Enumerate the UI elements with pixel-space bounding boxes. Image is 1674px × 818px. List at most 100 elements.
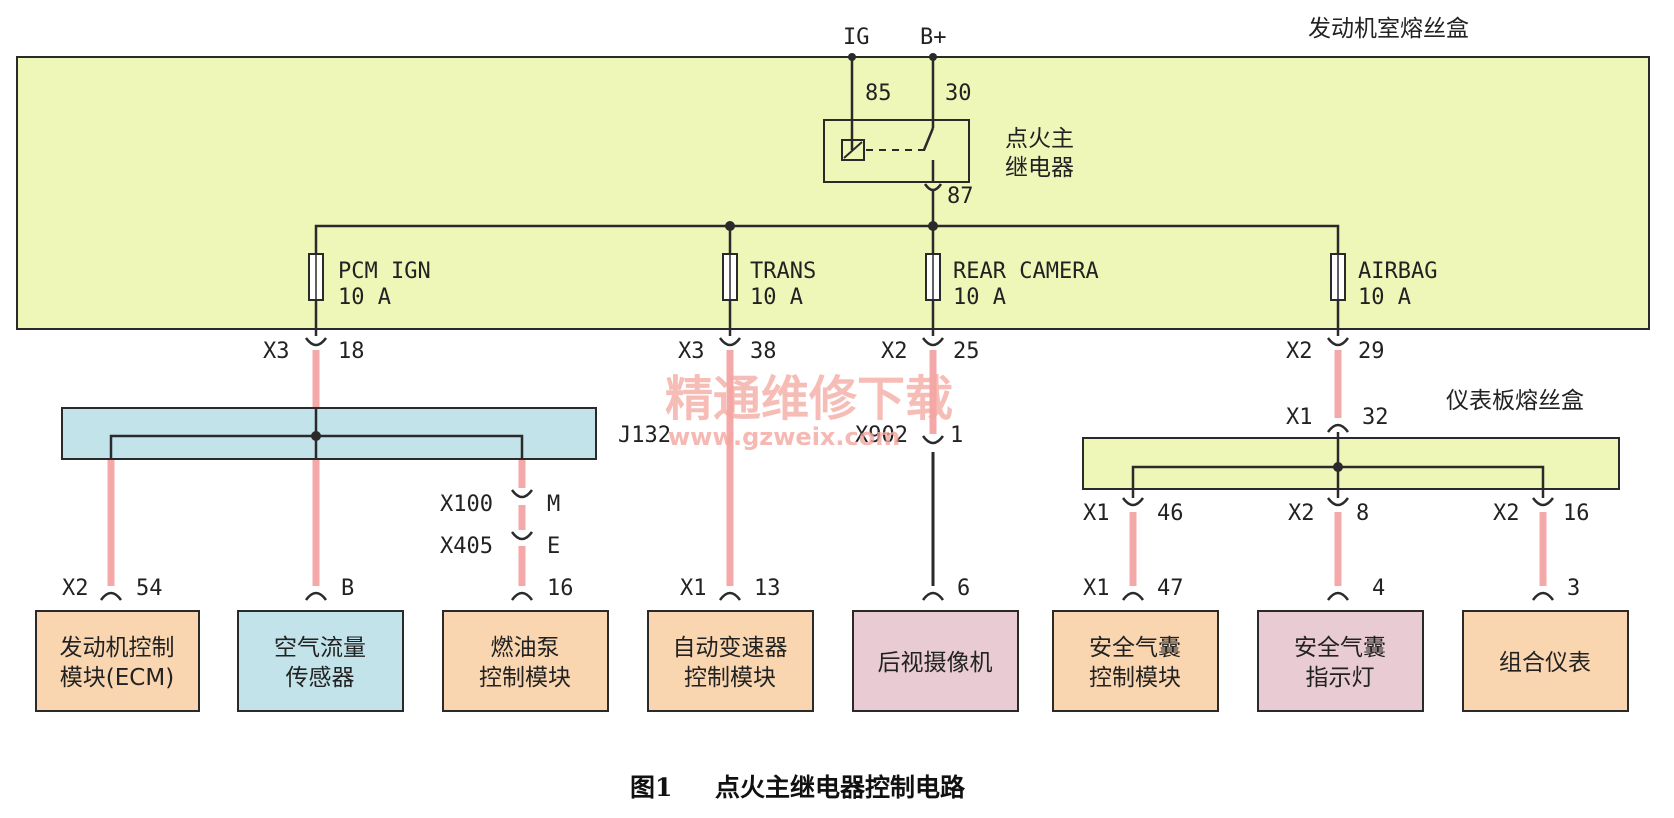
connector-ip-out3-conn: X2 [1493,501,1520,526]
component-6-box [1257,610,1424,712]
component-1-line1: 空气流量 [274,635,366,661]
fuse-rear-camera-name: REAR CAMERA [953,259,1099,284]
component-6-line1: 安全气囊 [1294,635,1386,661]
component-1-connector [304,591,328,601]
splice-j132-label: J132 [618,423,671,448]
connector-cam-out [921,337,945,347]
fuse-bus [314,224,1340,254]
component-4-pin: 6 [957,576,970,601]
component-6-line2: 指示灯 [1306,665,1375,691]
caption-text: 点火主继电器控制电路 [715,773,966,802]
connector-x902 [921,435,945,445]
component-7-connector [1531,591,1555,601]
relay-name-line2: 继电器 [1005,155,1074,181]
relay-box [823,119,970,183]
component-3-box [647,610,814,712]
component-7-line1: 组合仪表 [1499,650,1591,676]
component-0-conn: X2 [62,576,89,601]
caption-number: 图1 [630,773,672,802]
component-0-connector [99,591,123,601]
component-5-line2: 控制模块 [1089,665,1181,691]
connector-airbag-out-conn: X2 [1286,339,1313,364]
component-7-box [1462,610,1629,712]
component-3-line1: 自动变速器 [673,635,788,661]
component-2-box [442,610,609,712]
fuse-pcm-ign-name: PCM IGN [338,259,431,284]
relay-switch-contact [922,127,935,151]
connector-trans-out-conn: X3 [678,339,705,364]
component-1-box [237,610,404,712]
component-4-connector [921,591,945,601]
relay-pin-30: 30 [945,81,972,106]
component-3-connector [718,591,742,601]
component-6-connector [1326,591,1350,601]
fuse-trans-name: TRANS [750,259,816,284]
connector-ip-out1-pin: 46 [1157,501,1184,526]
connector-pcm-out [304,337,328,347]
component-1-pin: B [341,576,354,601]
fuse-airbag-rating: 10 A [1358,285,1411,310]
component-2-line1: 燃油泵 [491,635,560,661]
component-3-pin: 13 [754,576,781,601]
component-7: 3 组合仪表 [1462,576,1629,712]
component-3: X1 13 自动变速器 控制模块 [647,576,814,712]
component-7-pin: 3 [1567,576,1580,601]
relay-pin-87: 87 [947,184,974,209]
connector-cam-out-conn: X2 [881,339,908,364]
connector-airbag-out-pin: 29 [1358,339,1385,364]
component-5: X1 47 安全气囊 控制模块 [1052,576,1219,712]
connector-trans-out-pin: 38 [750,339,777,364]
component-6-pin: 4 [1372,576,1385,601]
watermark-cn: 精通维修下载 [665,371,953,427]
component-2: 16 燃油泵 控制模块 [442,576,609,712]
component-0-box [35,610,200,712]
connector-x100-conn: X100 [440,492,493,517]
connector-ip-in [1326,423,1350,433]
pink-wires [107,350,1547,586]
connector-pcm-out-pin: 18 [338,339,365,364]
connector-x405-conn: X405 [440,534,493,559]
ip-fuse-junction [1333,462,1343,472]
component-1: B 空气流量 传感器 [237,576,404,712]
splice-j132-junction [311,431,321,441]
component-1-line2: 传感器 [286,665,355,691]
ip-fuse-box-title: 仪表板熔丝盒 [1446,388,1584,414]
component-0: X2 54 发动机控制 模块(ECM) [35,576,200,712]
component-0-pin: 54 [136,576,163,601]
fuse-pcm-ign-rating: 10 A [338,285,391,310]
connector-x405-pin: E [547,534,560,559]
relay-pin-85: 85 [865,81,892,106]
component-4-line1: 后视摄像机 [878,650,993,676]
connector-ip-out2-pin: 8 [1356,501,1369,526]
component-2-connector [510,591,534,601]
connector-airbag-out [1326,337,1350,347]
relay-coil [841,139,865,161]
connector-ip-out2-conn: X2 [1288,501,1315,526]
connector-ip-out2 [1326,497,1350,507]
connector-x100-pin: M [547,492,560,517]
connector-x100 [510,489,534,499]
component-0-line1: 发动机控制 [60,635,175,661]
connector-ip-out1 [1121,497,1145,507]
connector-x902-conn: X902 [855,423,908,448]
component-3-line2: 控制模块 [684,665,776,691]
connector-x405 [510,531,534,541]
connector-ip-in-pin: 32 [1362,405,1389,430]
component-4: 6 后视摄像机 [852,576,1019,712]
relay-coil-slash [843,141,863,159]
connector-x902-pin: 1 [950,423,963,448]
component-2-line2: 控制模块 [479,665,571,691]
component-3-conn: X1 [680,576,707,601]
fuse-airbag-name: AIRBAG [1358,259,1437,284]
component-5-line1: 安全气囊 [1089,635,1181,661]
fuse-trans-rating: 10 A [750,285,803,310]
connector-ip-out3-pin: 16 [1563,501,1590,526]
component-0-line2: 模块(ECM) [60,665,174,691]
connector-pcm-out-conn: X3 [263,339,290,364]
component-2-pin: 16 [547,576,574,601]
bplus-label: B+ [920,25,947,50]
component-5-pin: 47 [1157,576,1184,601]
component-6: 4 安全气囊 指示灯 [1257,576,1424,712]
watermark-url: www.gzweix.com [668,423,900,451]
